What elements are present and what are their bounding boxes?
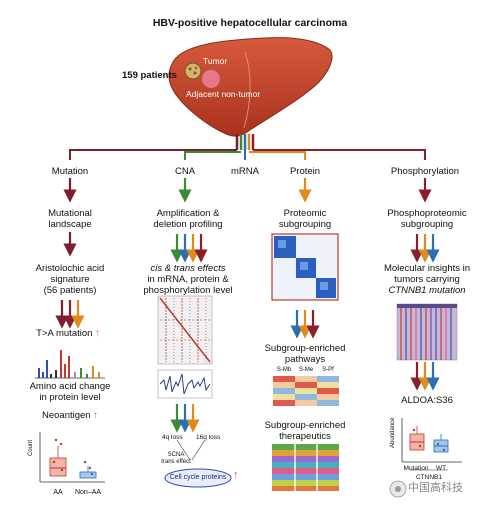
mutational-landscape-line2: landscape bbox=[48, 219, 92, 230]
pathways-heatmap bbox=[273, 376, 339, 406]
ta-mutation-label: T>A mutation ↑ bbox=[36, 328, 100, 339]
mutation-spectrum-plot bbox=[35, 350, 105, 379]
aldoa-xlabel: CTNNB1 bbox=[415, 474, 443, 481]
neoantigen-text: Neoantigen bbox=[42, 410, 91, 421]
insights-line2: tumors carrying bbox=[394, 274, 460, 285]
scna-line1: SCNA bbox=[167, 452, 185, 458]
branch-mutation: Mutation bbox=[51, 166, 89, 177]
watermark-text: 中国高科技 bbox=[408, 482, 463, 494]
up-arrow-icon: ↑ bbox=[95, 328, 100, 339]
branch-phosphorylation: Phosphorylation bbox=[390, 166, 460, 177]
aristolochic-line2: signature bbox=[50, 274, 90, 285]
aldoa-boxplot bbox=[401, 418, 462, 471]
proteomic-subgrouping-line1: Proteomic bbox=[283, 208, 327, 219]
therapeutics-line2: therapeutics bbox=[279, 431, 331, 442]
diagram-title: HBV-positive hepatocellular carcinoma bbox=[152, 17, 348, 29]
loss-16q-label: 16q loss bbox=[196, 434, 221, 441]
proteomic-subgrouping-line2: subgrouping bbox=[278, 219, 332, 230]
aldoa-label: ALDOA:S36 bbox=[401, 395, 453, 406]
therapeutics-line1: Subgroup-enriched bbox=[264, 420, 346, 431]
liver-illustration bbox=[168, 37, 333, 137]
cell-cycle-label: Cell cycle proteins bbox=[169, 474, 227, 481]
subgroup-s-me: S-Me bbox=[298, 367, 314, 373]
amplification-line1: Amplification & bbox=[156, 208, 220, 219]
pathways-line2: pathways bbox=[284, 354, 326, 365]
scna-line2: trans effect bbox=[161, 459, 191, 465]
neoantigen-boxplot bbox=[39, 432, 105, 483]
neoantigen-label: Neoantigen ↑ bbox=[42, 410, 98, 421]
amplification-line2: deletion profiling bbox=[153, 219, 223, 230]
up-arrow-icon: ↑ bbox=[233, 469, 239, 481]
branch-protein: Protein bbox=[289, 166, 321, 177]
subgroup-s-mb: S-Mb bbox=[276, 367, 292, 373]
branch-lines bbox=[69, 149, 426, 160]
adjacent-non-tumor-label: Adjacent non-tumor bbox=[186, 89, 261, 99]
proteomic-heatmap bbox=[271, 233, 339, 301]
cis-trans-line3: phosphorylation level bbox=[143, 285, 233, 296]
loss-4q-label: 4q loss bbox=[162, 434, 183, 441]
ctnnb1-heatmap bbox=[396, 303, 458, 361]
phospho-subgrouping-line2: subgrouping bbox=[400, 219, 454, 230]
cis-trans-line2: in mRNA, protein & bbox=[147, 274, 229, 285]
pathways-line1: Subgroup-enriched bbox=[264, 343, 346, 354]
patients-label: 159 patients bbox=[122, 70, 177, 81]
neoantigen-ylabel: Count bbox=[28, 439, 34, 456]
aldoa-ylabel: Abundance bbox=[390, 417, 396, 448]
phospho-subgrouping-line1: Phosphoproteomic bbox=[387, 208, 467, 219]
branch-mrna: mRNA bbox=[231, 166, 259, 177]
insights-line3: CTNNB1 mutation bbox=[388, 285, 466, 296]
cna-heatmap bbox=[157, 295, 213, 399]
aristolochic-line1: Aristolochic acid bbox=[35, 263, 105, 274]
therapeutics-bands bbox=[272, 444, 339, 491]
cell-cycle-box bbox=[164, 439, 232, 488]
ta-mutation-text: T>A mutation bbox=[36, 328, 93, 339]
amino-acid-line1: Amino acid change bbox=[29, 381, 111, 392]
neoantigen-xtick-non-aa: Non–AA bbox=[74, 489, 102, 496]
up-arrow-icon: ↑ bbox=[93, 410, 98, 421]
branch-cna: CNA bbox=[174, 166, 196, 177]
aldoa-xtick-mutation: Mutation bbox=[403, 465, 429, 472]
liver-stem bbox=[235, 134, 255, 150]
neoantigen-xtick-aa: AA bbox=[53, 489, 63, 496]
cis-trans-line1: cis & trans effects bbox=[150, 263, 226, 274]
watermark-logo bbox=[389, 480, 407, 498]
tumor-label: Tumor bbox=[203, 56, 228, 66]
aldoa-xtick-wt: WT bbox=[435, 465, 447, 472]
aristolochic-line3: (56 patients) bbox=[43, 285, 97, 296]
subgroup-s-pf: S-Pf bbox=[322, 367, 334, 373]
flow-arrows bbox=[55, 178, 440, 433]
amino-acid-line2: in protein level bbox=[39, 392, 101, 403]
insights-line1: Molecular insights in bbox=[383, 263, 471, 274]
mutational-landscape-line1: Mutational bbox=[48, 208, 92, 219]
